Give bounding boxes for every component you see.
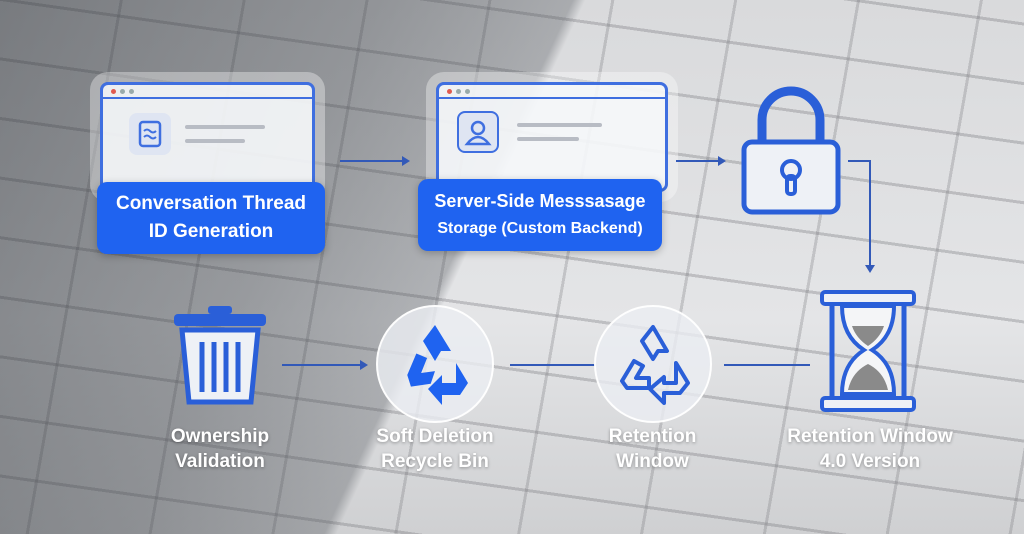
label-line1: Retention	[608, 426, 697, 447]
connector	[848, 160, 870, 162]
connector	[510, 364, 596, 366]
thread-window	[100, 82, 315, 192]
label-line2: 4.0 Version	[819, 451, 921, 472]
label-line1: Server-Side Messsasage	[434, 191, 646, 211]
label-line1: Retention Window	[787, 426, 953, 447]
label-line1: Soft Deletion	[376, 426, 494, 447]
hourglass-icon	[818, 290, 918, 412]
arrow-icon	[865, 265, 875, 273]
arrow-icon	[402, 156, 410, 166]
chat-document-icon	[129, 113, 171, 155]
connector	[869, 160, 871, 265]
connector	[724, 364, 810, 366]
retention-circle	[594, 305, 712, 423]
retention-window-version-caption: Retention Window 4.0 Version	[770, 424, 970, 474]
label-line1: Conversation Thread	[115, 193, 307, 214]
label-line2: ID Generation	[148, 221, 274, 242]
thread-id-generation-label: Conversation Thread ID Generation	[97, 182, 325, 254]
label-line2: Validation	[175, 451, 265, 472]
label-line2: Window	[616, 451, 689, 472]
server-side-storage-label: Server-Side Messsasage Storage (Custom B…	[418, 179, 662, 251]
soft-deletion-circle	[376, 305, 494, 423]
arrow-icon	[718, 156, 726, 166]
connector	[676, 160, 718, 162]
connector	[282, 364, 360, 366]
label-line2: Storage (Custom Backend)	[437, 220, 643, 237]
recycle-icon	[407, 325, 468, 405]
label-line2: Recycle Bin	[381, 451, 489, 472]
retention-window-caption: Retention Window	[575, 424, 730, 474]
storage-window	[436, 82, 668, 192]
trash-can-icon	[170, 302, 270, 407]
ownership-validation-caption: Ownership Validation	[130, 424, 310, 474]
soft-deletion-caption: Soft Deletion Recycle Bin	[355, 424, 515, 474]
label-line1: Ownership	[170, 426, 270, 447]
padlock-icon	[736, 78, 846, 218]
recycle-outline-icon	[620, 325, 690, 405]
arrow-icon	[360, 360, 368, 370]
connector	[340, 160, 402, 162]
user-profile-icon	[457, 111, 499, 153]
